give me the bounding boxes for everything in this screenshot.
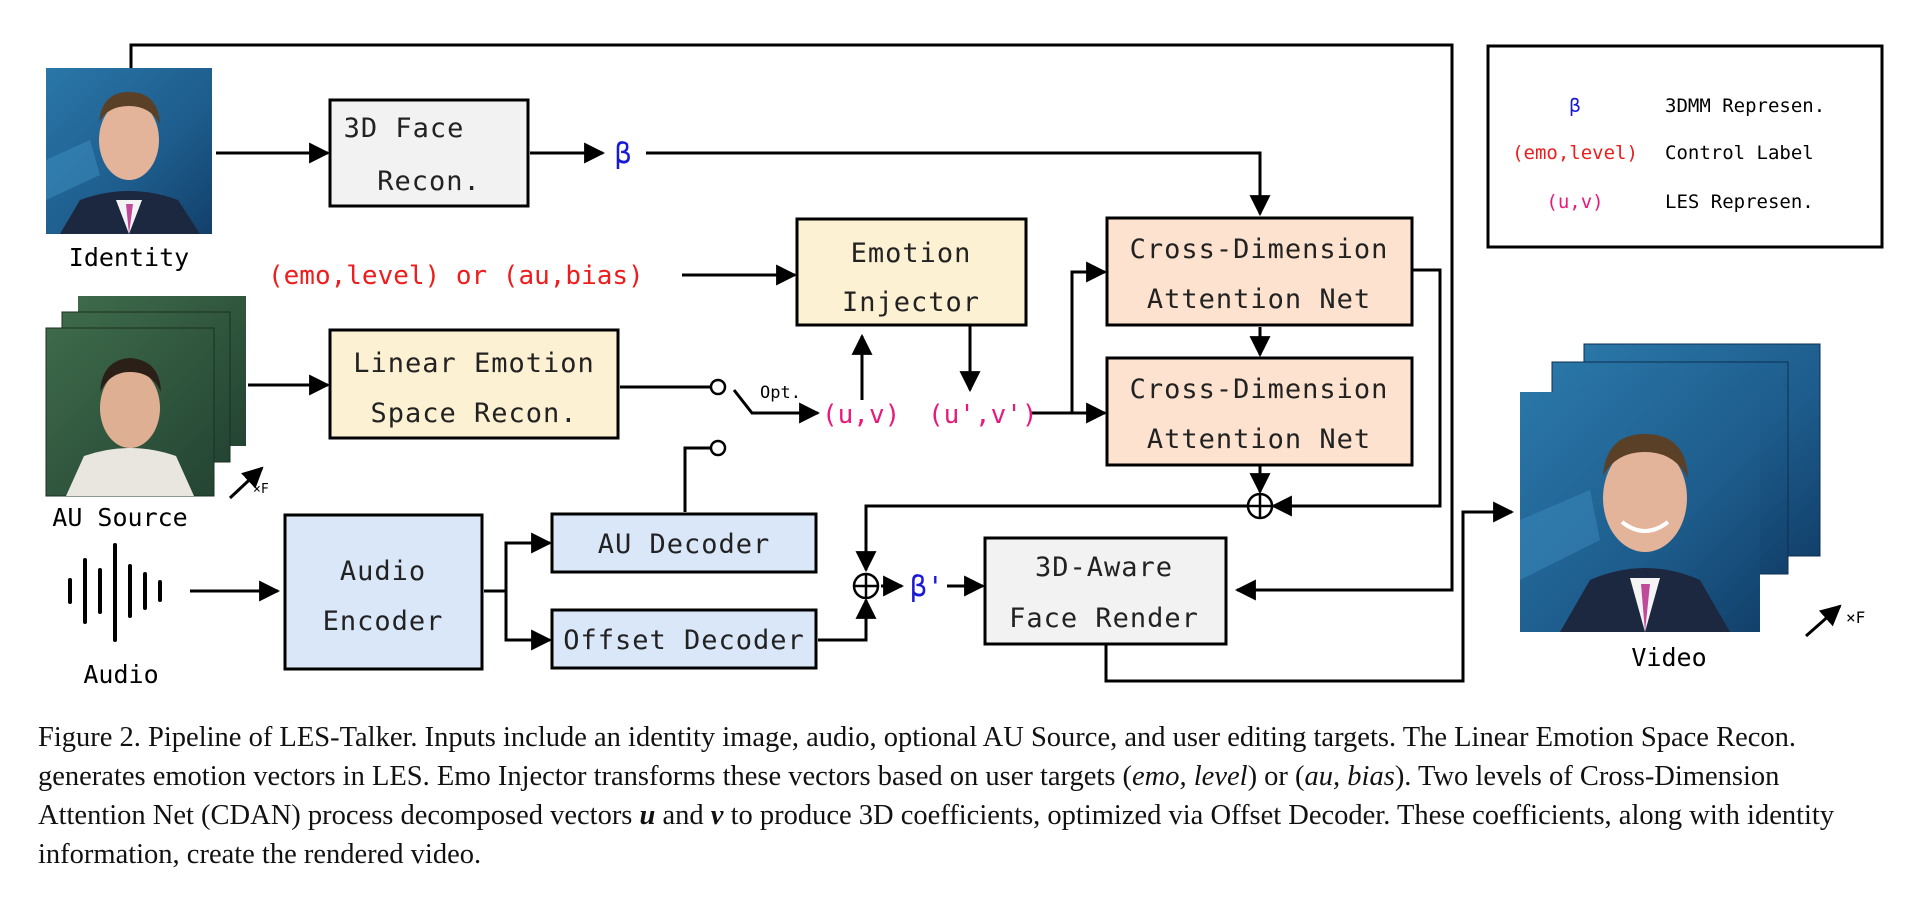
box-linear-emotion-space-recon: Linear Emotion Space Recon. (328, 328, 620, 440)
figure-caption: Figure 2. Pipeline of LES-Talker. Inputs… (38, 718, 1878, 874)
identity-image (46, 68, 212, 234)
legend-control-text: Control Label (1665, 142, 1814, 164)
linear-emotion-line2: Space Recon. (370, 398, 577, 429)
box-cdan-bottom: Cross-Dimension Attention Net (1105, 356, 1414, 467)
legend-les-symbol: (u,v) (1546, 191, 1603, 213)
box-au-decoder: AU Decoder (550, 512, 818, 574)
offset-decoder-label: Offset Decoder (563, 625, 805, 656)
caption-vector-u: u (639, 800, 656, 831)
caption-math-au-bias: au, bias (1304, 761, 1395, 792)
beta-prime-label: β' (910, 570, 944, 603)
legend-les-text: LES Represen. (1665, 191, 1814, 213)
opt-label: Opt. (760, 383, 801, 403)
caption-vector-v: v (710, 800, 724, 831)
box-audio-encoder: Audio Encoder (283, 513, 484, 671)
video-frames-arrow (1805, 604, 1842, 638)
box-3d-face-recon: 3D Face Recon. (328, 98, 530, 208)
caption-part-4: to produce 3D coefficients, optimized vi… (38, 800, 1835, 870)
cdan-top-line2: Attention Net (1147, 284, 1371, 315)
box-cdan-top: Cross-Dimension Attention Net (1105, 216, 1414, 327)
injector-line2: Injector (842, 287, 980, 318)
video-label: Video (1631, 643, 1706, 672)
legend-beta-symbol: β (1569, 95, 1580, 117)
face-recon-line2: Recon. (377, 166, 481, 197)
au-source-frames-arrow (228, 466, 264, 500)
caption-part-1: Figure 2. Pipeline of LES-Talker. Inputs… (38, 722, 1797, 792)
pipeline-diagram: 3D Face Recon. Emotion Injector Cross-Di… (45, 43, 1884, 689)
caption-part-2: ) or ( (1247, 761, 1305, 792)
cdan-bottom-line2: Attention Net (1147, 424, 1371, 455)
legend-beta-text: 3DMM Represen. (1665, 95, 1825, 117)
caption-math-emo-level: emo, level (1132, 761, 1248, 792)
au-decoder-label: AU Decoder (598, 529, 771, 560)
legend-control-symbol: (emo,level) (1512, 142, 1638, 164)
connection-lines (129, 43, 1515, 683)
audio-encoder-line2: Encoder (323, 606, 444, 637)
box-offset-decoder: Offset Decoder (550, 608, 818, 670)
injector-line1: Emotion (851, 238, 972, 269)
cdan-bottom-line1: Cross-Dimension (1130, 374, 1389, 405)
face-render-line2: Face Render (1009, 603, 1199, 634)
audio-waveform-icon (68, 543, 162, 642)
au-source-frames-label: ×F (253, 482, 269, 497)
box-emotion-injector: Emotion Injector (795, 217, 1028, 327)
linear-emotion-line1: Linear Emotion (353, 348, 595, 379)
beta-label: β (615, 137, 632, 170)
sum-node-bottom (852, 572, 880, 600)
sum-node-top (1246, 492, 1274, 520)
face-render-line1: 3D-Aware (1035, 552, 1173, 583)
cdan-top-line1: Cross-Dimension (1130, 234, 1389, 265)
switch-terminal-bottom (709, 439, 727, 457)
uv-prime-label: (u',v') (928, 400, 1038, 430)
audio-label: Audio (83, 660, 158, 689)
switch-terminal-top (709, 378, 727, 396)
audio-encoder-line1: Audio (340, 556, 426, 587)
au-source-image-stack (45, 296, 246, 497)
box-3d-aware-face-render: 3D-Aware Face Render (983, 536, 1228, 646)
video-frames-label: ×F (1846, 608, 1865, 627)
video-image-stack (1520, 343, 1821, 632)
uv-label: (u,v) (822, 400, 900, 430)
control-label: (emo,level) or (au,bias) (268, 261, 644, 291)
au-source-label: AU Source (52, 503, 187, 532)
identity-label: Identity (69, 243, 189, 272)
legend: β 3DMM Represen. (emo,level) Control Lab… (1486, 44, 1884, 249)
face-recon-line1: 3D Face (344, 113, 465, 144)
caption-and: and (655, 800, 711, 831)
caption-part-3: ). Two levels of Cross-Dimension Attenti… (38, 761, 1780, 831)
